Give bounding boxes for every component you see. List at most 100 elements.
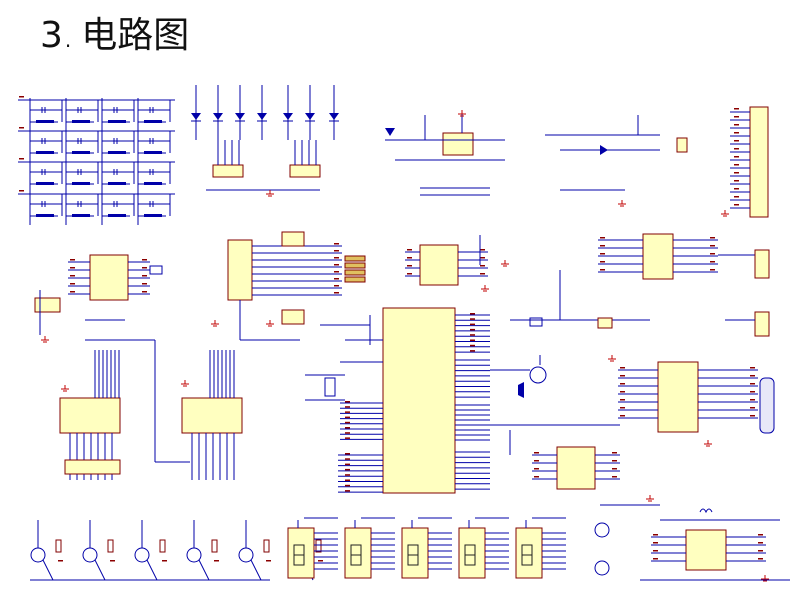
rtc-ic	[89, 254, 129, 301]
label-mark	[620, 383, 625, 385]
label-mark	[710, 261, 715, 263]
label-mark	[334, 243, 339, 245]
label-mark	[470, 334, 475, 336]
net-label	[344, 276, 366, 283]
label-mark	[470, 328, 475, 331]
digit-icon	[350, 544, 362, 566]
label-mark	[734, 180, 739, 182]
resistor-icon	[211, 539, 218, 553]
label-mark	[345, 474, 350, 476]
resistor-pack	[34, 297, 61, 313]
label-mark	[750, 367, 755, 369]
label-mark	[758, 534, 763, 536]
label-mark	[58, 560, 63, 562]
label-mark	[470, 339, 475, 341]
label-mark	[345, 432, 350, 434]
led-icon	[213, 113, 223, 120]
label-mark	[19, 127, 24, 129]
crystal-icon	[324, 377, 336, 397]
led-icon	[283, 113, 293, 120]
transistor-icon	[594, 560, 610, 576]
seven-segment-display	[344, 527, 372, 579]
label-mark	[750, 415, 755, 417]
label-mark	[19, 96, 24, 98]
label-mark	[758, 558, 763, 560]
label-mark	[734, 196, 739, 198]
label-mark	[334, 250, 339, 252]
label-mark	[345, 463, 350, 466]
label-mark	[600, 237, 605, 239]
label-mark	[534, 460, 539, 462]
label-mark	[345, 490, 350, 492]
label-mark	[750, 399, 755, 401]
label-mark	[653, 542, 658, 544]
buzzer-driver	[490, 355, 547, 398]
label-mark	[334, 285, 339, 287]
resistor-icon	[263, 539, 270, 553]
label-mark	[345, 468, 350, 471]
label-mark	[758, 550, 763, 552]
label-mark	[110, 560, 115, 562]
label-mark	[480, 257, 485, 259]
label-mark	[710, 269, 715, 271]
digit-icon	[407, 544, 419, 566]
label-mark	[70, 267, 75, 269]
label-mark	[345, 437, 350, 439]
resistor-network	[281, 231, 305, 247]
label-mark	[750, 375, 755, 377]
seven-segment-display	[458, 527, 486, 579]
led-array	[191, 85, 339, 197]
transistor-icon	[594, 522, 610, 538]
label-mark	[345, 458, 350, 460]
label-mark	[734, 132, 739, 134]
led-icon	[329, 113, 339, 120]
label-mark	[142, 275, 147, 277]
rtc-chip	[34, 254, 163, 343]
transistor-drivers	[30, 520, 323, 581]
seven-segment-display	[287, 527, 315, 579]
crystal-icon	[149, 265, 163, 275]
resistor-network-2	[289, 164, 321, 178]
label-mark	[612, 460, 617, 462]
label-mark	[480, 265, 485, 267]
label-mark	[345, 479, 350, 481]
op-amp-block	[510, 233, 770, 337]
sensor-icon	[597, 317, 613, 329]
label-mark	[612, 468, 617, 470]
shift-register-1	[59, 397, 121, 434]
label-mark	[345, 401, 350, 403]
label-mark	[142, 291, 147, 293]
label-mark	[70, 275, 75, 277]
power-jack-icon	[676, 137, 688, 153]
serial-interface	[490, 355, 775, 490]
label-mark	[600, 253, 605, 255]
label-mark	[750, 383, 755, 385]
label-mark	[734, 188, 739, 190]
microcontroller	[305, 307, 490, 494]
digit-icon	[464, 544, 476, 566]
label-mark	[620, 391, 625, 393]
wire	[198, 559, 210, 581]
label-mark	[470, 350, 475, 352]
wire	[42, 559, 54, 581]
net-label	[344, 262, 366, 269]
section-separator: .	[64, 28, 72, 52]
dip-switch-block	[211, 231, 366, 341]
label-mark	[142, 267, 147, 269]
label-mark	[345, 427, 350, 429]
section-title: 电路图	[81, 15, 190, 56]
label-mark	[407, 273, 412, 275]
speaker-icon	[518, 382, 524, 398]
label-mark	[470, 323, 475, 326]
keypad-matrix	[18, 96, 175, 225]
wire	[146, 559, 158, 581]
wire	[250, 559, 262, 581]
label-mark	[480, 249, 485, 251]
transistor-icon	[529, 366, 547, 384]
max232-ic	[657, 361, 699, 433]
label-mark	[534, 452, 539, 454]
seven-segment-display	[515, 527, 543, 579]
ir-connector	[754, 311, 770, 337]
label-mark	[734, 140, 739, 142]
label-mark	[653, 558, 658, 560]
